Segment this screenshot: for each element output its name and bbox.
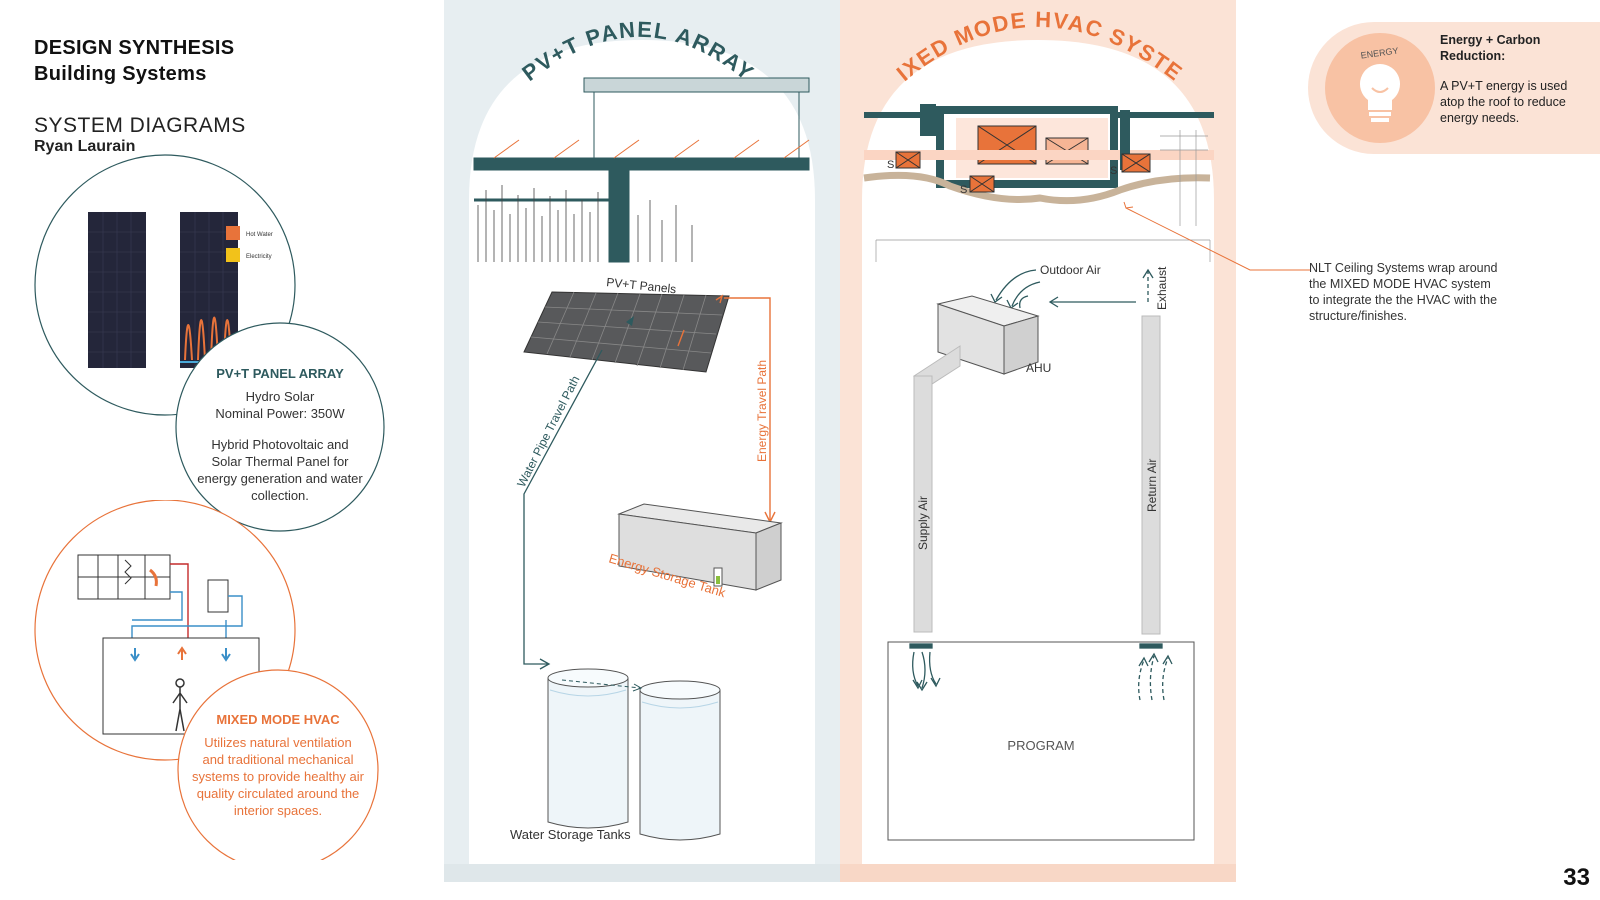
- hot-water-label: Hot Water: [246, 232, 273, 238]
- page-title: DESIGN SYNTHESIS Building Systems: [34, 35, 234, 87]
- water-tanks-label: Water Storage Tanks: [510, 827, 631, 842]
- energy-bulb-icon: ENERGY: [1325, 33, 1435, 143]
- page-number: 33: [1563, 864, 1590, 891]
- supply-duct: [912, 345, 961, 633]
- return-air-arrows: [1138, 643, 1173, 701]
- section-title: SYSTEM DIAGRAMS: [34, 114, 246, 137]
- water-storage-tanks: [547, 668, 721, 841]
- roof-structure: [473, 77, 810, 263]
- author-name: Ryan Laurain: [34, 138, 136, 155]
- title-line-2: Building Systems: [34, 63, 207, 85]
- hvac-card: MIXED MODE HVAC Utilizes natural ventila…: [192, 711, 364, 819]
- nlt-callout-line: [1123, 201, 1310, 271]
- pv-panels-grid: [523, 291, 730, 373]
- outdoor-air-label: Outdoor Air: [1040, 263, 1101, 277]
- heat-exchanger-icon: [207, 579, 229, 613]
- return-duct: [1141, 315, 1161, 635]
- energy-badge-text: Energy + Carbon Reduction: A PV+T energy…: [1440, 32, 1590, 126]
- hvac-card-title: MIXED MODE HVAC: [216, 712, 340, 727]
- pvt-card-line1: Hydro Solar: [245, 389, 315, 404]
- hvac-card-description: Utilizes natural ventilation and traditi…: [192, 735, 364, 818]
- person-icon: [172, 678, 188, 732]
- energy-path-label: Energy Travel Path: [755, 360, 769, 462]
- pvt-diagram: PV+T PANEL ARRAY PV+T: [444, 0, 840, 882]
- energy-path-line: [677, 294, 776, 524]
- energy-storage-tank: [617, 503, 783, 591]
- energy-badge-title: Energy + Carbon Reduction:: [1440, 33, 1541, 63]
- pvt-card-description: Hybrid Photovoltaic and Solar Thermal Pa…: [197, 437, 363, 503]
- hot-water-icon: [226, 226, 240, 240]
- exhaust-label: Exhaust: [1155, 266, 1169, 310]
- ceiling-structure: [863, 104, 1214, 262]
- pvt-card-title: PV+T PANEL ARRAY: [216, 366, 344, 381]
- supply-diffuser-label-3: S: [1110, 165, 1117, 177]
- pvt-card: PV+T PANEL ARRAY Hydro Solar Nominal Pow…: [196, 365, 364, 504]
- water-path-line: [523, 349, 603, 670]
- energy-badge-description: A PV+T energy is used atop the roof to r…: [1440, 79, 1568, 125]
- supply-diffuser-label-1: S: [887, 159, 894, 171]
- ahu-label: AHU: [1026, 361, 1051, 375]
- supply-air-arrows: [909, 643, 941, 692]
- electricity-icon: [226, 248, 240, 262]
- nlt-note: NLT Ceiling Systems wrap around the MIXE…: [1309, 261, 1498, 323]
- outdoor-air-arrows: [990, 268, 1154, 309]
- pvt-panel-illustration: Hot Water Electricity: [34, 154, 385, 532]
- supply-air-label: Supply Air: [916, 496, 930, 550]
- return-air-label: Return Air: [1145, 459, 1159, 512]
- program-room: [887, 641, 1195, 841]
- title-line-1: DESIGN SYNTHESIS: [34, 37, 235, 59]
- electricity-label: Electricity: [246, 254, 272, 260]
- hvac-diagram: MIXED MODE HVAC SYSTEM S S S O: [840, 0, 1236, 882]
- pvt-card-line2: Nominal Power: 350W: [215, 406, 345, 421]
- hvac-illustration: [34, 500, 379, 860]
- program-label: PROGRAM: [1007, 738, 1074, 753]
- nlt-ceiling: [863, 171, 1211, 205]
- supply-diffuser-label-2: S: [960, 184, 967, 196]
